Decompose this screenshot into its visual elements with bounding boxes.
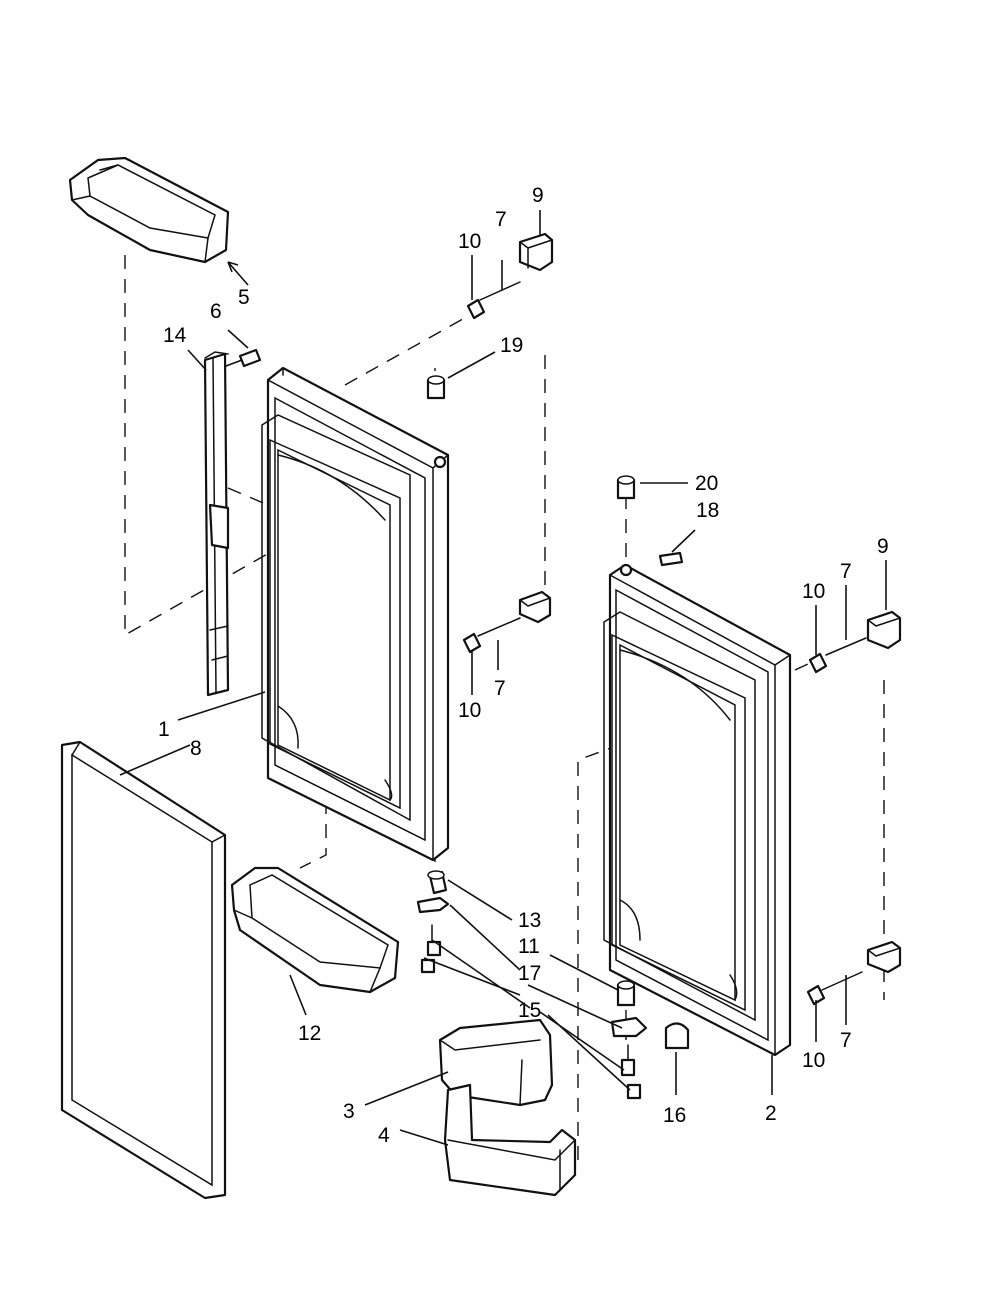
callout-2: 2 bbox=[765, 1102, 777, 1125]
callout-16: 16 bbox=[663, 1104, 686, 1127]
bushing-part-19 bbox=[426, 375, 446, 400]
callout-10: 10 bbox=[458, 230, 481, 253]
callout-5: 5 bbox=[238, 286, 250, 309]
callout-10: 10 bbox=[802, 1049, 825, 1072]
callout-17: 17 bbox=[518, 962, 541, 985]
callout-10: 10 bbox=[802, 580, 825, 603]
callout-10: 10 bbox=[458, 699, 481, 722]
door-rail bbox=[203, 351, 230, 697]
right-door bbox=[603, 563, 792, 1057]
callout-labels: 5 6 14 10 7 9 19 10 7 20 18 9 10 7 1 8 1… bbox=[158, 184, 889, 1147]
callout-19: 19 bbox=[500, 334, 523, 357]
callout-8: 8 bbox=[190, 737, 202, 760]
screw-part-6 bbox=[225, 348, 262, 368]
door-gasket bbox=[60, 740, 227, 1200]
hinge-left-bottom bbox=[462, 590, 552, 654]
callout-18: 18 bbox=[696, 499, 719, 522]
callout-15: 15 bbox=[518, 999, 541, 1022]
leader-lines bbox=[119, 210, 887, 1146]
hinge-right-top bbox=[808, 610, 902, 674]
hinge-hardware-right bbox=[610, 980, 690, 1100]
door-bin-lower bbox=[230, 866, 400, 994]
left-door bbox=[261, 366, 450, 862]
shim-part-18 bbox=[658, 551, 684, 567]
callout-9: 9 bbox=[532, 184, 544, 207]
callout-20: 20 bbox=[695, 472, 718, 495]
callout-7: 7 bbox=[494, 677, 506, 700]
callout-7: 7 bbox=[840, 1029, 852, 1052]
callout-9: 9 bbox=[877, 535, 889, 558]
callout-1: 1 bbox=[158, 718, 170, 741]
hinge-hardware-left bbox=[416, 870, 450, 974]
callout-12: 12 bbox=[298, 1022, 321, 1045]
hinge-right-bottom bbox=[806, 940, 902, 1006]
callout-3: 3 bbox=[343, 1100, 355, 1123]
callout-4: 4 bbox=[378, 1124, 390, 1147]
callout-6: 6 bbox=[210, 300, 222, 323]
callout-14: 14 bbox=[163, 324, 187, 347]
callout-11: 11 bbox=[518, 935, 540, 958]
callout-7: 7 bbox=[840, 560, 852, 583]
alignment-lines bbox=[124, 255, 885, 1160]
callout-7: 7 bbox=[495, 208, 507, 231]
door-bracket bbox=[443, 1083, 577, 1197]
callout-13: 13 bbox=[518, 909, 541, 932]
bushing-part-20 bbox=[616, 475, 636, 500]
door-cover bbox=[438, 1018, 554, 1107]
hinge-left-top bbox=[466, 232, 554, 320]
door-bin-upper bbox=[68, 156, 230, 264]
